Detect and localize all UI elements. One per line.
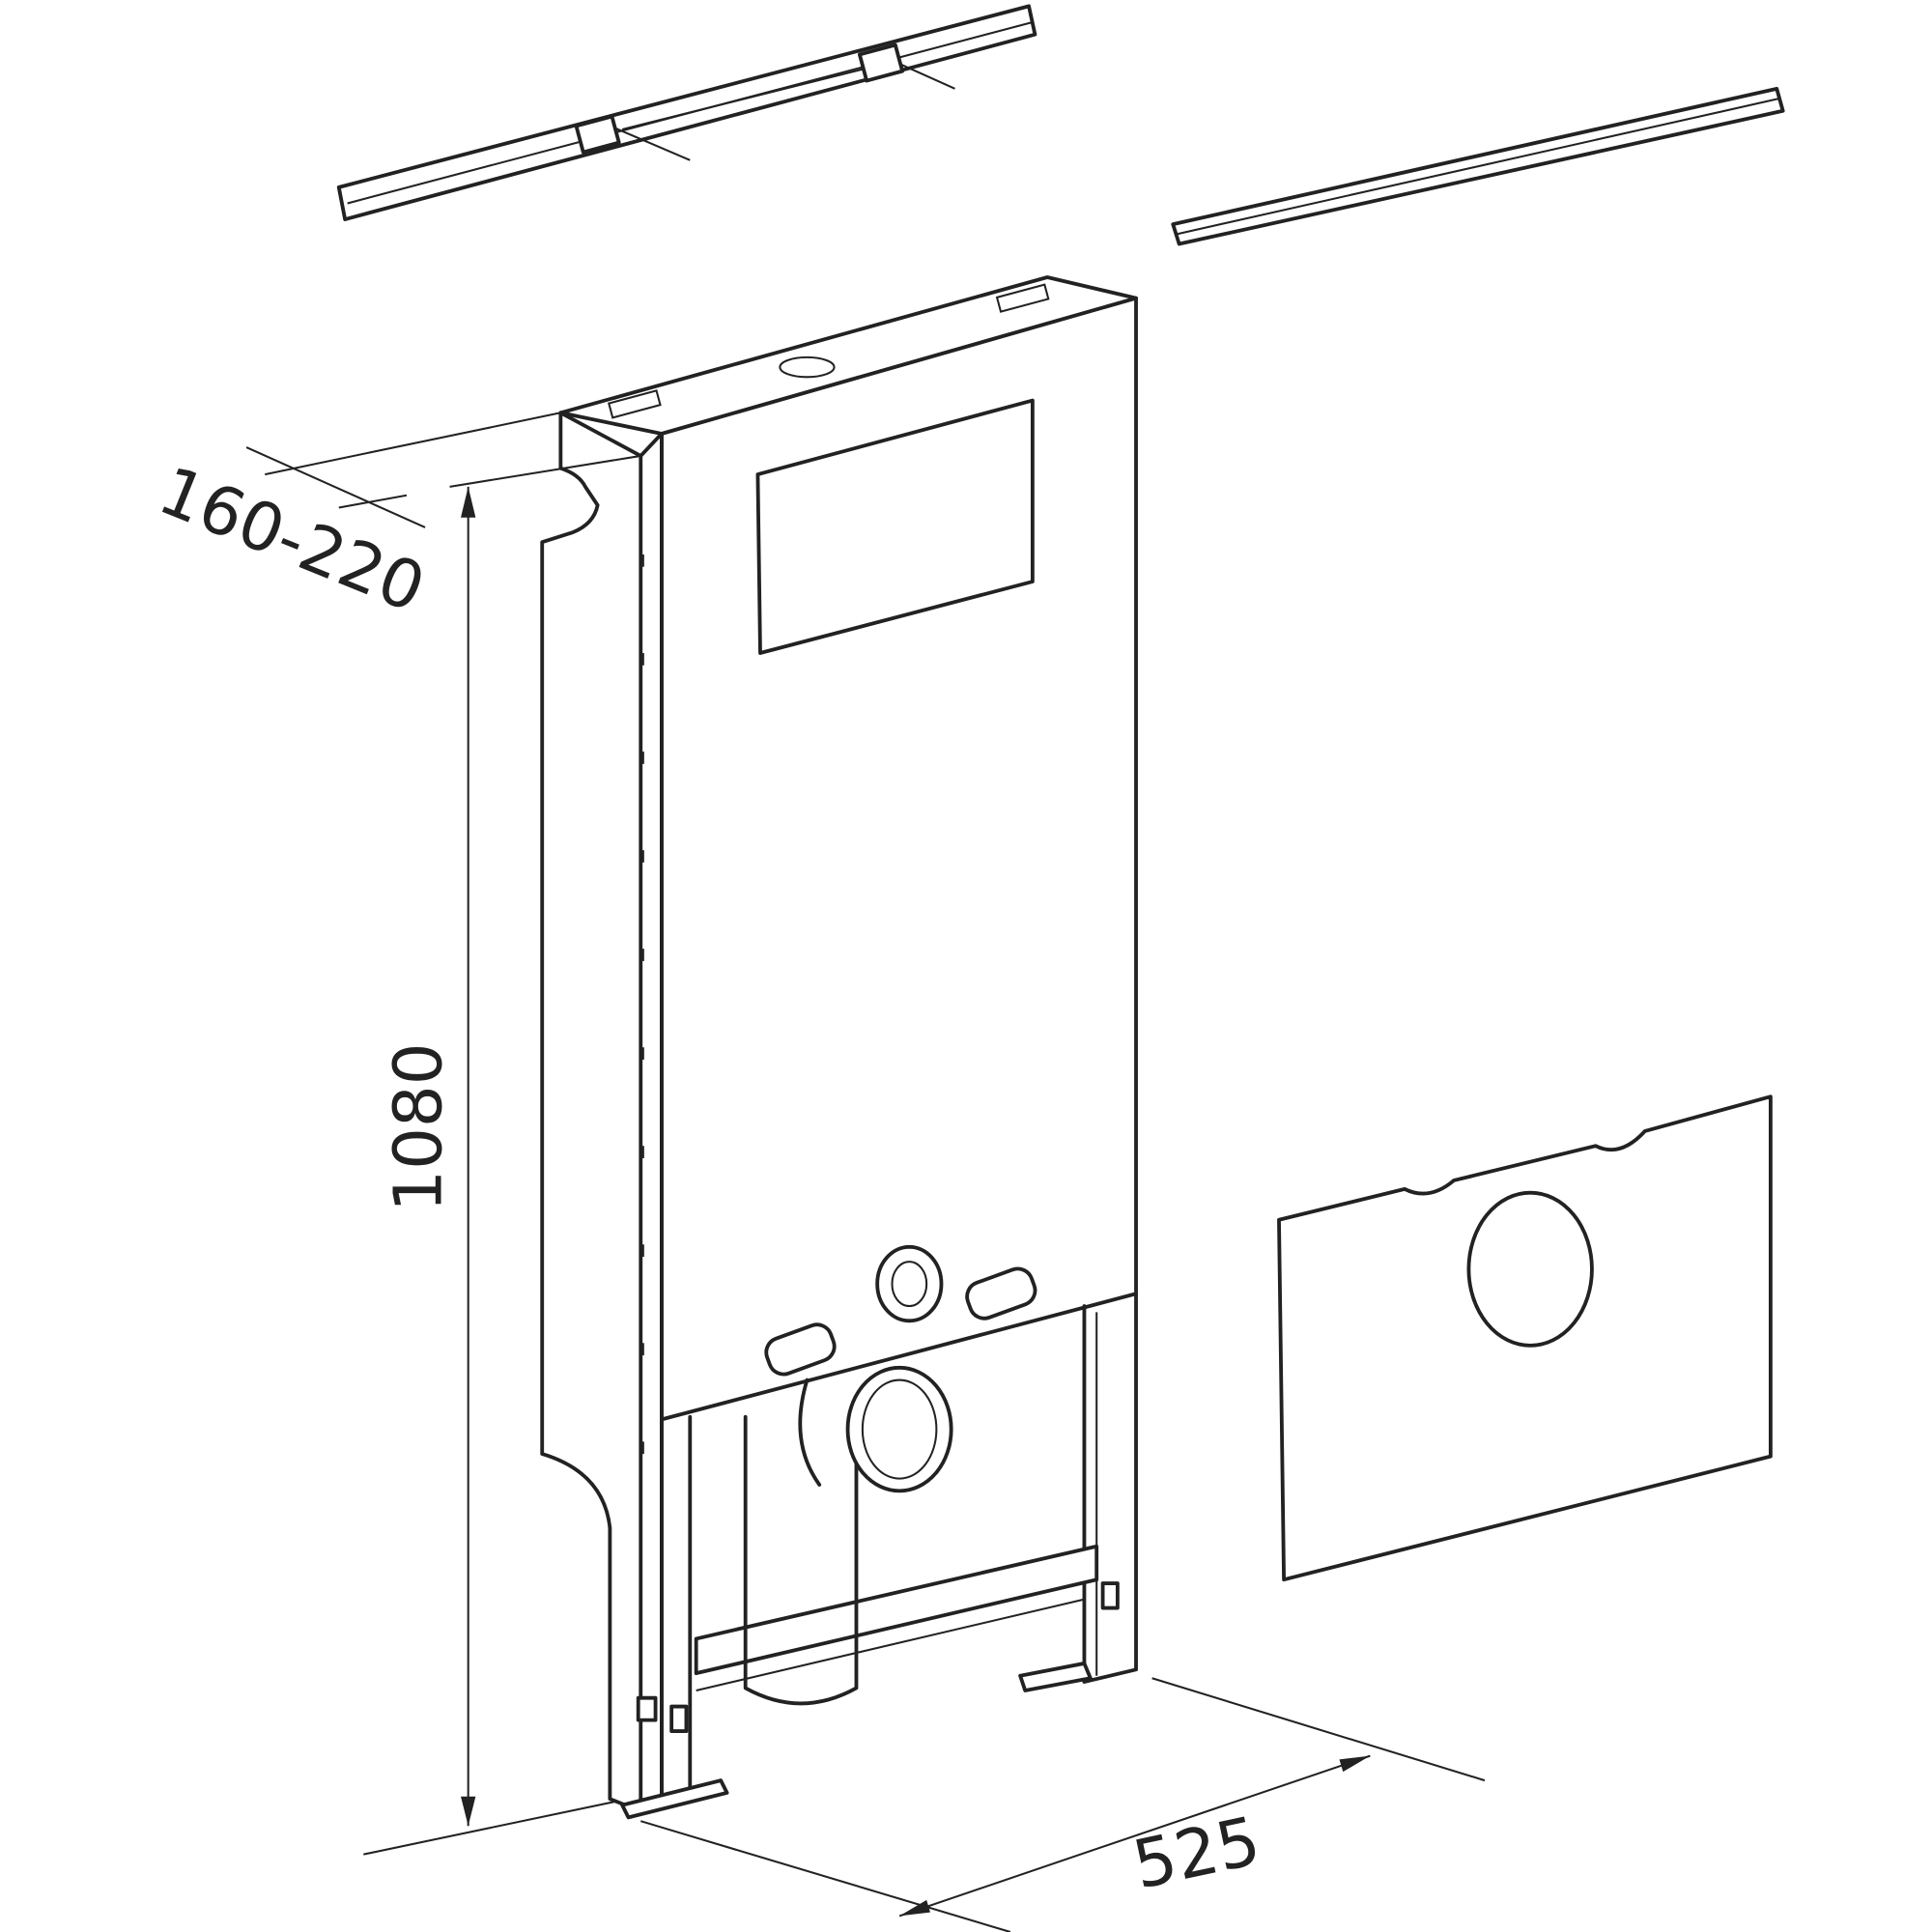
dimension-depth: 160-220 [149, 412, 561, 628]
depth-label: 160-220 [149, 452, 436, 628]
flush-plate-opening [755, 398, 1035, 655]
wall-bracket-rail [336, 4, 1037, 221]
installation-frame [540, 275, 1138, 1820]
dimension-height: 1080 [363, 454, 641, 1856]
dimension-width: 525 [639, 1677, 1486, 1932]
width-label: 525 [1126, 1803, 1266, 1905]
top-cover-plate [1171, 86, 1785, 246]
front-cover-plate [1277, 1094, 1773, 1582]
height-label: 1080 [381, 1042, 458, 1211]
